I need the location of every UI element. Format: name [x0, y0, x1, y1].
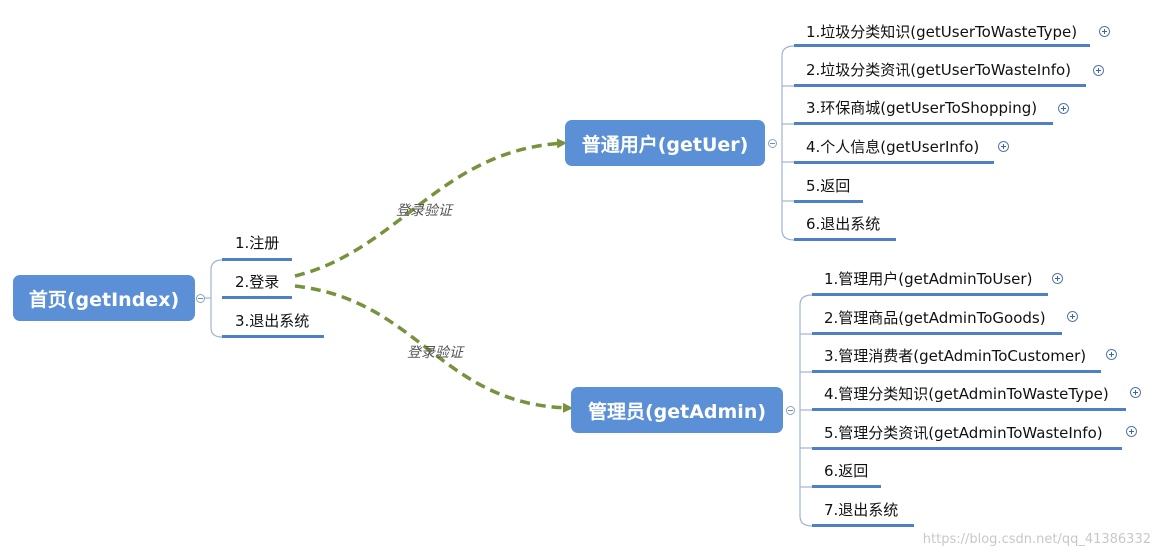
admin-item-waste-type-underline	[812, 408, 1126, 411]
admin-item-back-underline	[812, 485, 881, 488]
user-item-waste-info-expand-icon[interactable]	[1093, 65, 1104, 76]
user-item-shopping-expand-icon[interactable]	[1058, 103, 1069, 114]
user-item-exit-underline	[794, 238, 896, 241]
admin-item-exit-underline	[812, 524, 914, 527]
user-item-waste-type-underline	[794, 44, 1090, 47]
admin-node[interactable]: 管理员(getAdmin)	[571, 387, 783, 433]
admin-item-waste-info-expand-icon[interactable]	[1126, 426, 1137, 437]
admin-item-customer-underline	[812, 370, 1101, 373]
edge-label-to-user: 登录验证	[396, 203, 452, 219]
user-node[interactable]: 普通用户(getUer)	[565, 120, 765, 166]
admin-collapse-icon[interactable]	[786, 406, 795, 415]
admin-item-user-expand-icon[interactable]	[1052, 273, 1063, 284]
user-bracket	[781, 45, 795, 241]
root-item-exit[interactable]: 3.退出系统	[235, 312, 310, 330]
admin-item-waste-type[interactable]: 4.管理分类知识(getAdminToWasteType)	[824, 385, 1109, 403]
admin-item-waste-info-underline	[812, 447, 1122, 450]
user-item-waste-type-expand-icon[interactable]	[1099, 26, 1110, 37]
admin-item-customer[interactable]: 3.管理消费者(getAdminToCustomer)	[824, 347, 1087, 365]
watermark: https://blog.csdn.net/qq_41386332	[922, 532, 1151, 547]
admin-item-user-underline	[812, 293, 1048, 296]
user-item-back-underline	[794, 200, 863, 203]
root-collapse-icon[interactable]	[196, 294, 205, 303]
root-node[interactable]: 首页(getIndex)	[13, 275, 195, 321]
user-item-back[interactable]: 5.返回	[806, 177, 851, 195]
user-item-exit[interactable]: 6.退出系统	[806, 215, 881, 233]
user-item-shopping[interactable]: 3.环保商城(getUserToShopping)	[806, 99, 1038, 117]
root-bracket	[210, 259, 223, 338]
admin-item-user[interactable]: 1.管理用户(getAdminToUser)	[824, 270, 1033, 288]
root-item-login[interactable]: 2.登录	[235, 273, 280, 291]
admin-item-waste-info[interactable]: 5.管理分类资讯(getAdminToWasteInfo)	[824, 424, 1103, 442]
root-item-register-underline	[222, 258, 292, 261]
root-item-login-underline	[222, 296, 292, 299]
user-item-info[interactable]: 4.个人信息(getUserInfo)	[806, 138, 980, 156]
arrow-to-admin	[294, 284, 573, 413]
user-item-waste-info-underline	[794, 84, 1086, 87]
arrow-to-user	[294, 138, 567, 278]
admin-item-customer-expand-icon[interactable]	[1106, 349, 1117, 360]
admin-item-waste-type-expand-icon[interactable]	[1130, 387, 1141, 398]
admin-item-goods-underline	[812, 332, 1062, 335]
user-item-info-underline	[794, 161, 994, 164]
root-item-register[interactable]: 1.注册	[235, 234, 280, 252]
user-item-waste-info[interactable]: 2.垃圾分类资讯(getUserToWasteInfo)	[806, 61, 1072, 79]
admin-item-back[interactable]: 6.返回	[824, 462, 869, 480]
admin-item-exit[interactable]: 7.退出系统	[824, 501, 899, 519]
admin-item-goods[interactable]: 2.管理商品(getAdminToGoods)	[824, 309, 1046, 327]
root-item-exit-underline	[222, 335, 324, 338]
user-item-shopping-underline	[794, 122, 1053, 125]
user-item-waste-type[interactable]: 1.垃圾分类知识(getUserToWasteType)	[806, 23, 1078, 41]
admin-item-goods-expand-icon[interactable]	[1067, 311, 1078, 322]
user-collapse-icon[interactable]	[768, 139, 777, 148]
edge-label-to-admin: 登录验证	[407, 345, 463, 361]
user-item-info-expand-icon[interactable]	[998, 141, 1009, 152]
